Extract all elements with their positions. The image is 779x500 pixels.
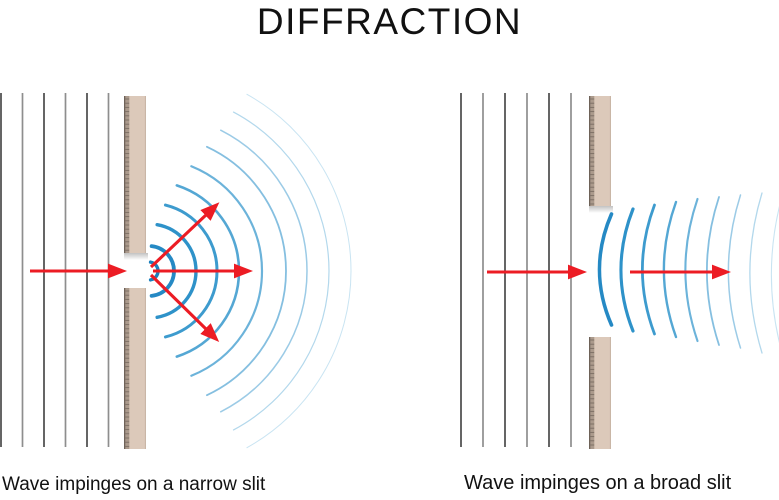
panel-broad-slit: [460, 93, 779, 449]
circular-wavefront-arc: [219, 129, 308, 413]
barrier-body: [589, 337, 611, 449]
barrier-bottom-block: [589, 337, 611, 449]
transmitted-wavefront-arc: [662, 200, 678, 339]
barrier-edge-strip: [590, 337, 595, 449]
transmitted-wavefront-arc: [597, 212, 614, 327]
barrier-edge-line: [124, 96, 126, 253]
barrier-body: [589, 96, 611, 206]
slit-shadow: [589, 206, 613, 213]
circular-wavefront-arc: [205, 145, 287, 397]
transmitted-wavefront-arc: [770, 206, 779, 343]
barrier-right-edge: [609, 96, 611, 206]
barrier-edge-strip: [125, 288, 130, 449]
barrier-bottom-block: [124, 288, 146, 449]
barrier-edge-line: [589, 337, 591, 449]
barrier-right-edge: [144, 288, 146, 449]
barrier-edge-line: [124, 288, 126, 449]
circular-wavefront-arc: [232, 111, 330, 431]
panel-narrow-slit: [0, 93, 352, 449]
upward-diffraction-arrow: [149, 202, 220, 269]
barrier-right-edge: [609, 337, 611, 449]
downward-diffraction-arrow: [149, 273, 220, 342]
figure-title: DIFFRACTION: [256, 1, 523, 42]
barrier-edge-line: [589, 96, 591, 206]
barrier-edge-strip: [590, 96, 595, 206]
circular-wavefront-arc: [190, 165, 264, 377]
barrier-right-edge: [144, 96, 146, 253]
transmitted-wavefront-arc: [749, 192, 763, 354]
circular-wavefront-arc: [246, 93, 352, 449]
transmitted-wavefronts: [597, 192, 779, 354]
caption-broad-slit: Wave impinges on a broad slit: [464, 472, 732, 494]
slit-shadow: [124, 253, 148, 260]
barrier-body: [124, 288, 146, 449]
transmitted-wavefront-arc: [641, 203, 656, 336]
transmitted-wavefront-arc: [619, 207, 635, 333]
caption-narrow-slit: Wave impinges on a narrow slit: [2, 474, 266, 495]
barrier-top-block: [124, 96, 148, 260]
transmitted-wavefront-arc: [684, 197, 699, 343]
barrier-top-block: [589, 96, 613, 213]
transmitted-wavefront-arc: [727, 194, 742, 349]
barrier-body: [124, 96, 146, 253]
